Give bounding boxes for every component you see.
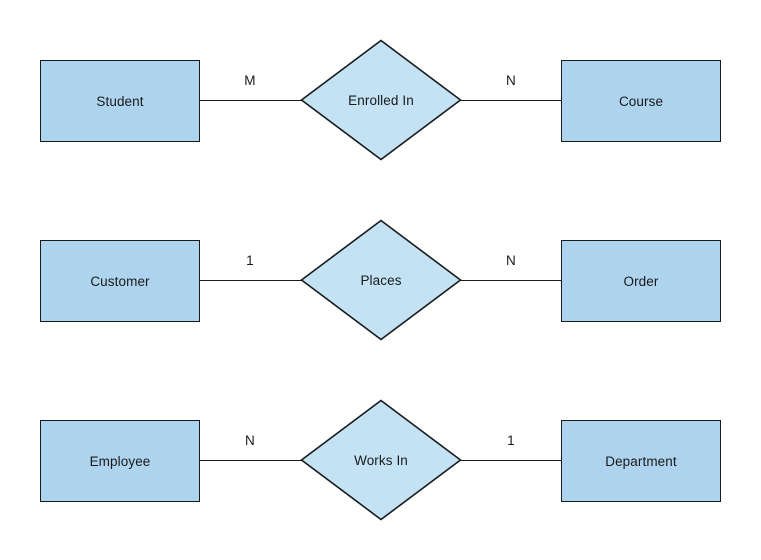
cardinality-label-left: N — [245, 433, 255, 448]
diamond-icon — [300, 219, 462, 341]
cardinality-label-right: 1 — [507, 433, 515, 448]
relationship-diamond[interactable]: Works In — [300, 399, 462, 521]
er-relationship-row: Customer 1 Places N Order — [0, 191, 761, 371]
cardinality-label-right: N — [506, 73, 516, 88]
entity-box-right[interactable]: Department — [561, 420, 721, 502]
cardinality-label-right: N — [506, 253, 516, 268]
diamond-icon — [300, 399, 462, 521]
entity-label: Department — [605, 453, 677, 469]
connector-line-right — [461, 460, 562, 461]
entity-box-left[interactable]: Customer — [40, 240, 200, 322]
entity-label: Student — [96, 93, 144, 109]
entity-label: Order — [623, 273, 659, 289]
entity-box-left[interactable]: Student — [40, 60, 200, 142]
connector-line-left — [199, 280, 302, 281]
er-relationship-row: Employee N Works In 1 Department — [0, 371, 761, 551]
entity-label: Course — [618, 93, 664, 109]
er-relationship-row: Student M Enrolled In N Course — [0, 11, 761, 191]
connector-line-left — [199, 460, 302, 461]
relationship-diamond[interactable]: Enrolled In — [300, 39, 462, 161]
diamond-icon — [300, 39, 462, 161]
connector-line-right — [461, 100, 562, 101]
entity-label: Employee — [89, 453, 151, 469]
connector-line-left — [199, 100, 302, 101]
cardinality-label-left: 1 — [246, 253, 254, 268]
relationship-diamond[interactable]: Places — [300, 219, 462, 341]
connector-line-right — [461, 280, 562, 281]
entity-box-left[interactable]: Employee — [40, 420, 200, 502]
entity-box-right[interactable]: Order — [561, 240, 721, 322]
cardinality-label-left: M — [244, 73, 256, 88]
entity-label: Customer — [90, 273, 150, 289]
entity-box-right[interactable]: Course — [561, 60, 721, 142]
